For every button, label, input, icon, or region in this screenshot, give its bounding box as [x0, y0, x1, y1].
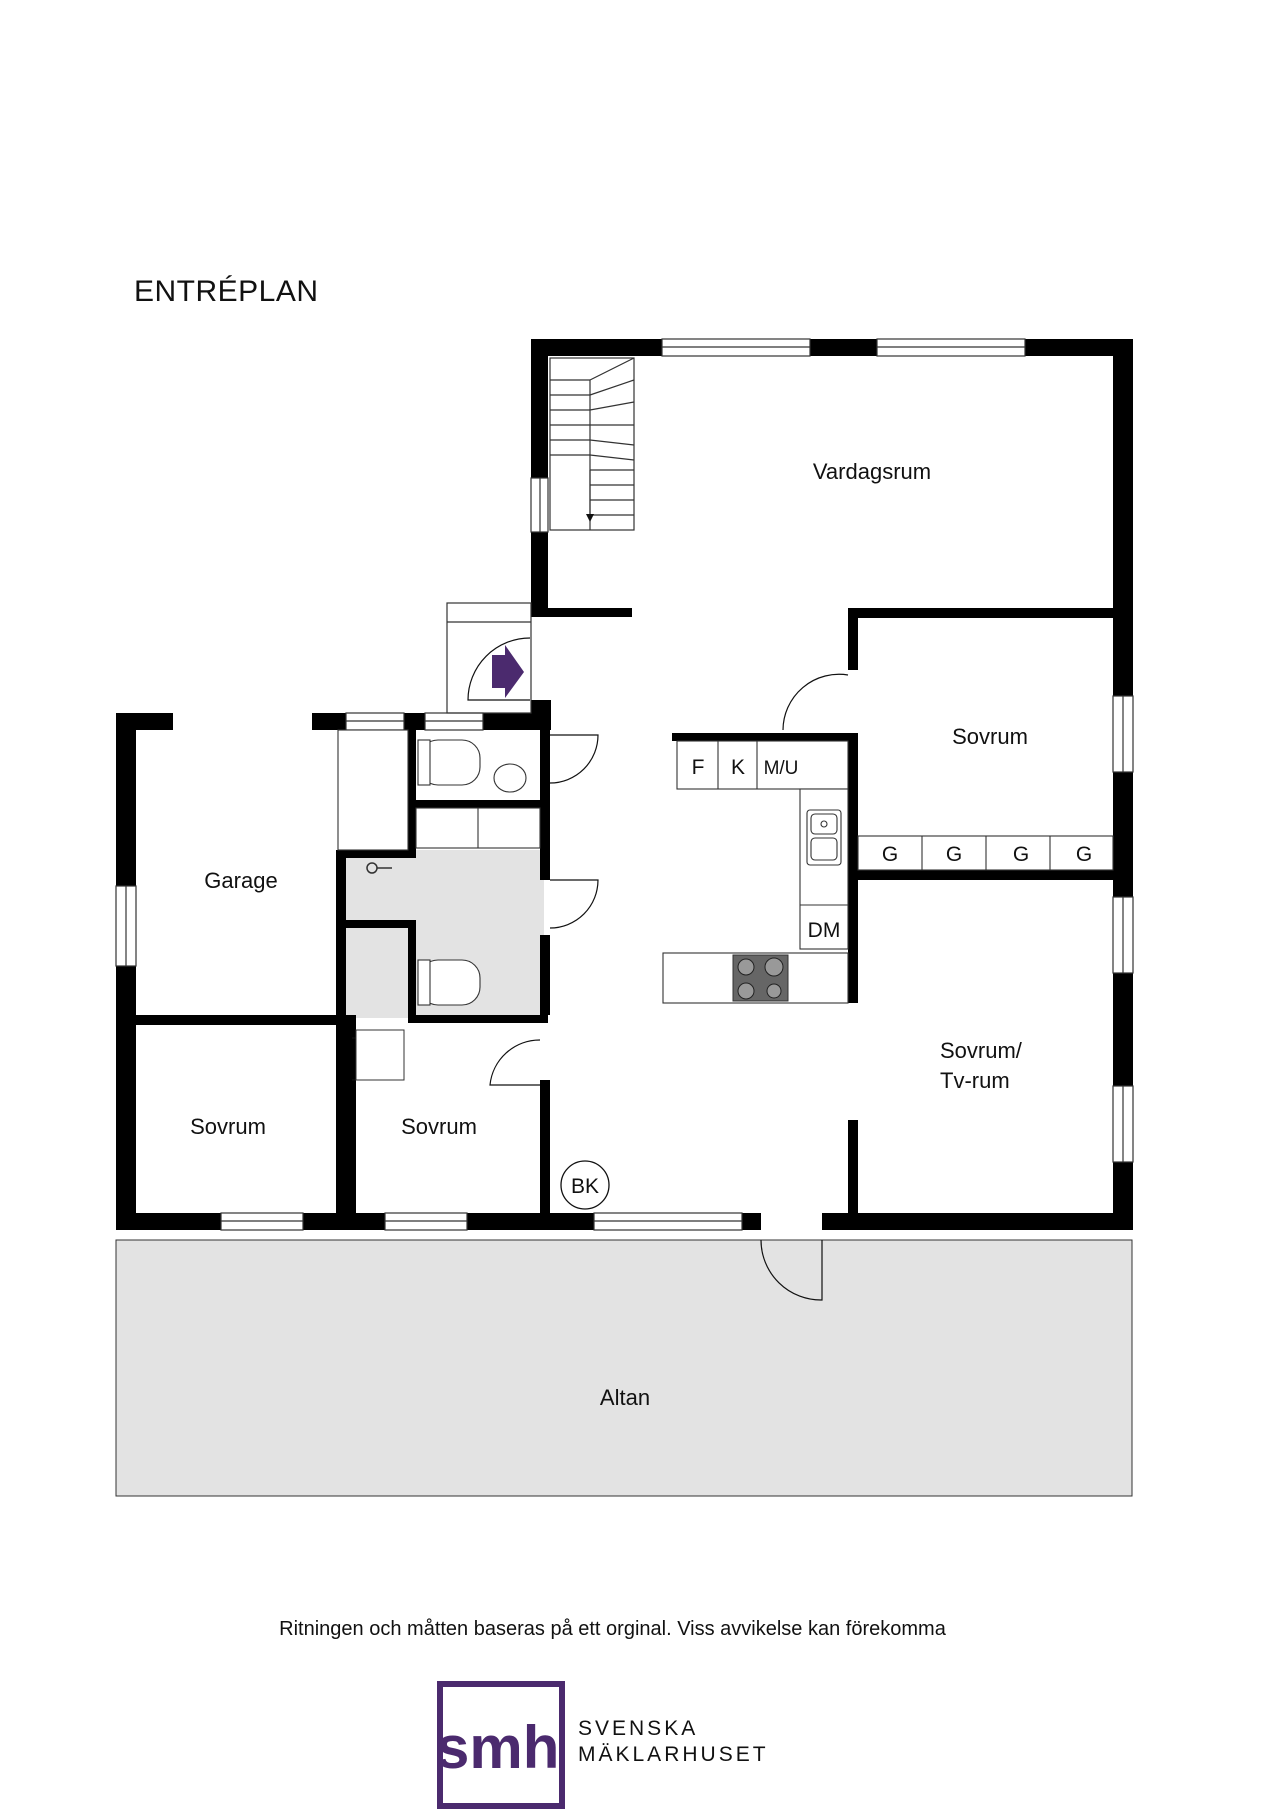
label-dishwasher: DM: [808, 919, 841, 942]
label-micro: M/U: [764, 758, 799, 779]
label-fridge: F: [692, 756, 705, 779]
label-wardrobe-4: G: [1076, 843, 1092, 866]
altan-area: [115, 1239, 1133, 1497]
logo-line2: MÄKLARHUSET: [578, 1743, 769, 1766]
shower-icon: [366, 862, 392, 874]
label-garage: Garage: [204, 868, 277, 893]
disclaimer: Ritningen och måtten baseras på ett orgi…: [279, 1618, 946, 1640]
logo-line1: SVENSKA: [578, 1717, 699, 1740]
label-sovrum-sw: Sovrum: [190, 1114, 266, 1139]
stair-arrow-icon: [586, 514, 594, 522]
label-wardrobe-3: G: [1013, 843, 1029, 866]
label-sovrum-tv-1: Sovrum/: [940, 1038, 1023, 1063]
stove-icon: [732, 954, 789, 1002]
wardrobes: [857, 835, 1114, 871]
logo-mark-text: smh: [436, 1714, 559, 1781]
label-sovrum-s: Sovrum: [401, 1114, 477, 1139]
plan-title: ENTRÉPLAN: [134, 275, 319, 308]
label-wardrobe-2: G: [946, 843, 962, 866]
entrance-porch: [446, 602, 532, 714]
label-sovrum-ne: Sovrum: [952, 724, 1028, 749]
staircase: [549, 357, 635, 531]
windows: [115, 338, 1134, 1231]
label-wardrobe-1: G: [882, 843, 898, 866]
label-freezer: K: [731, 756, 745, 779]
entrance-arrow-icon: [492, 645, 524, 698]
closet: [355, 1029, 405, 1081]
sink-icon: [806, 809, 842, 866]
label-altan: Altan: [600, 1385, 650, 1410]
label-sovrum-tv-2: Tv-rum: [940, 1068, 1010, 1093]
walls: [116, 339, 1133, 1230]
label-vardagsrum: Vardagsrum: [813, 459, 931, 484]
logo-mark: smh: [436, 1681, 565, 1809]
boiler-circle: [560, 1160, 610, 1210]
label-boiler: BK: [571, 1175, 599, 1198]
bathroom-fixtures: [337, 729, 541, 1006]
